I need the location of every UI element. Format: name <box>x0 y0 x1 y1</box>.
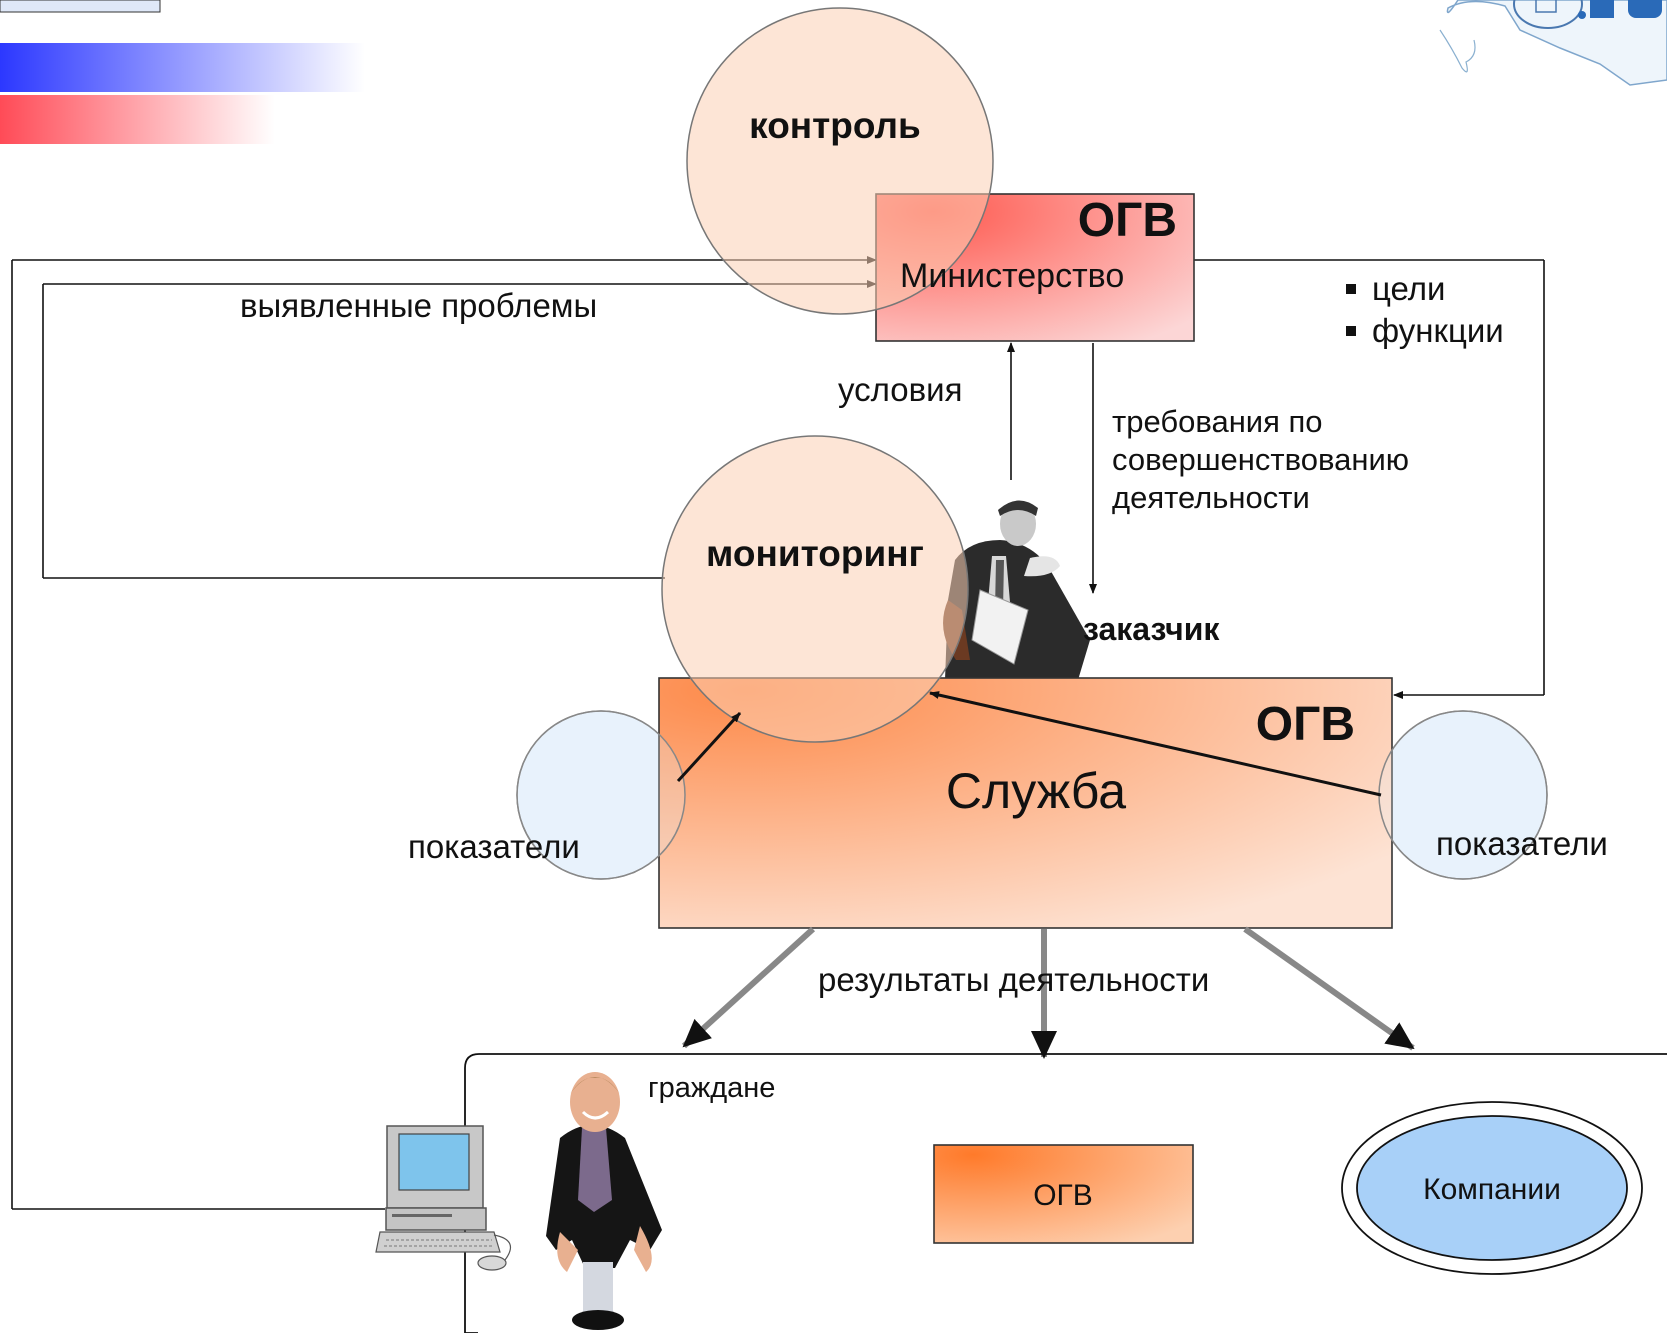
companies-label: Компании <box>1423 1173 1561 1206</box>
logo-emblem <box>1439 0 1667 86</box>
indicators-right-label: показатели <box>1436 825 1608 862</box>
service-tag: ОГВ <box>1256 698 1355 751</box>
customer-label: заказчик <box>1083 611 1220 647</box>
goals-list-item-2: функции <box>1372 312 1504 349</box>
arrow-results-citizens <box>681 926 816 1049</box>
service-label: Служба <box>946 763 1126 819</box>
customer-person-icon <box>943 500 1090 680</box>
ministry-tag: ОГВ <box>1078 194 1177 247</box>
header-blue-bar <box>0 43 365 92</box>
edge-label-identified-problems: выявленные проблемы <box>240 287 597 324</box>
ogv-recipient-label: ОГВ <box>1033 1179 1093 1212</box>
control-label: контроль <box>749 105 921 146</box>
edge-label-requirements-line-3: деятельности <box>1112 480 1310 515</box>
goals-list: цели функции <box>1346 270 1504 349</box>
control-circle <box>686 7 994 315</box>
arrow-indicators-left-to-monitoring <box>676 711 742 783</box>
ministry-label: Министерство <box>900 257 1124 295</box>
loop-connector-goals <box>1193 259 1545 699</box>
edge-label-requirements-line-2: совершенствованию <box>1112 442 1409 477</box>
arrow-results-companies <box>1243 926 1415 1051</box>
citizens-label: граждане <box>648 1072 775 1104</box>
bullet-icon <box>1346 284 1356 294</box>
recipients-container <box>464 1053 1667 1333</box>
companies-inner-ellipse <box>1356 1115 1628 1261</box>
header-box <box>0 0 161 13</box>
monitoring-circle <box>661 435 969 743</box>
indicators-left-label: показатели <box>408 828 580 865</box>
results-arrows <box>681 926 1415 1059</box>
header-red-bar <box>0 95 275 144</box>
bullet-icon <box>1346 326 1356 336</box>
monitoring-label: мониторинг <box>706 533 924 574</box>
edge-label-conditions: условия <box>838 371 962 408</box>
computer-icon <box>375 1125 512 1271</box>
ogv-recipient-box <box>933 1144 1194 1244</box>
edge-label-results: результаты деятельности <box>818 961 1209 998</box>
citizen-person-icon <box>546 1072 662 1330</box>
edge-label-requirements-line-1: требования по <box>1112 404 1323 439</box>
loop-connector-problems <box>42 280 877 579</box>
indicators-left-circle-overlay <box>516 710 686 880</box>
goals-list-item-1: цели <box>1372 270 1445 307</box>
arrow-indicators-right-to-monitoring <box>929 691 1382 797</box>
